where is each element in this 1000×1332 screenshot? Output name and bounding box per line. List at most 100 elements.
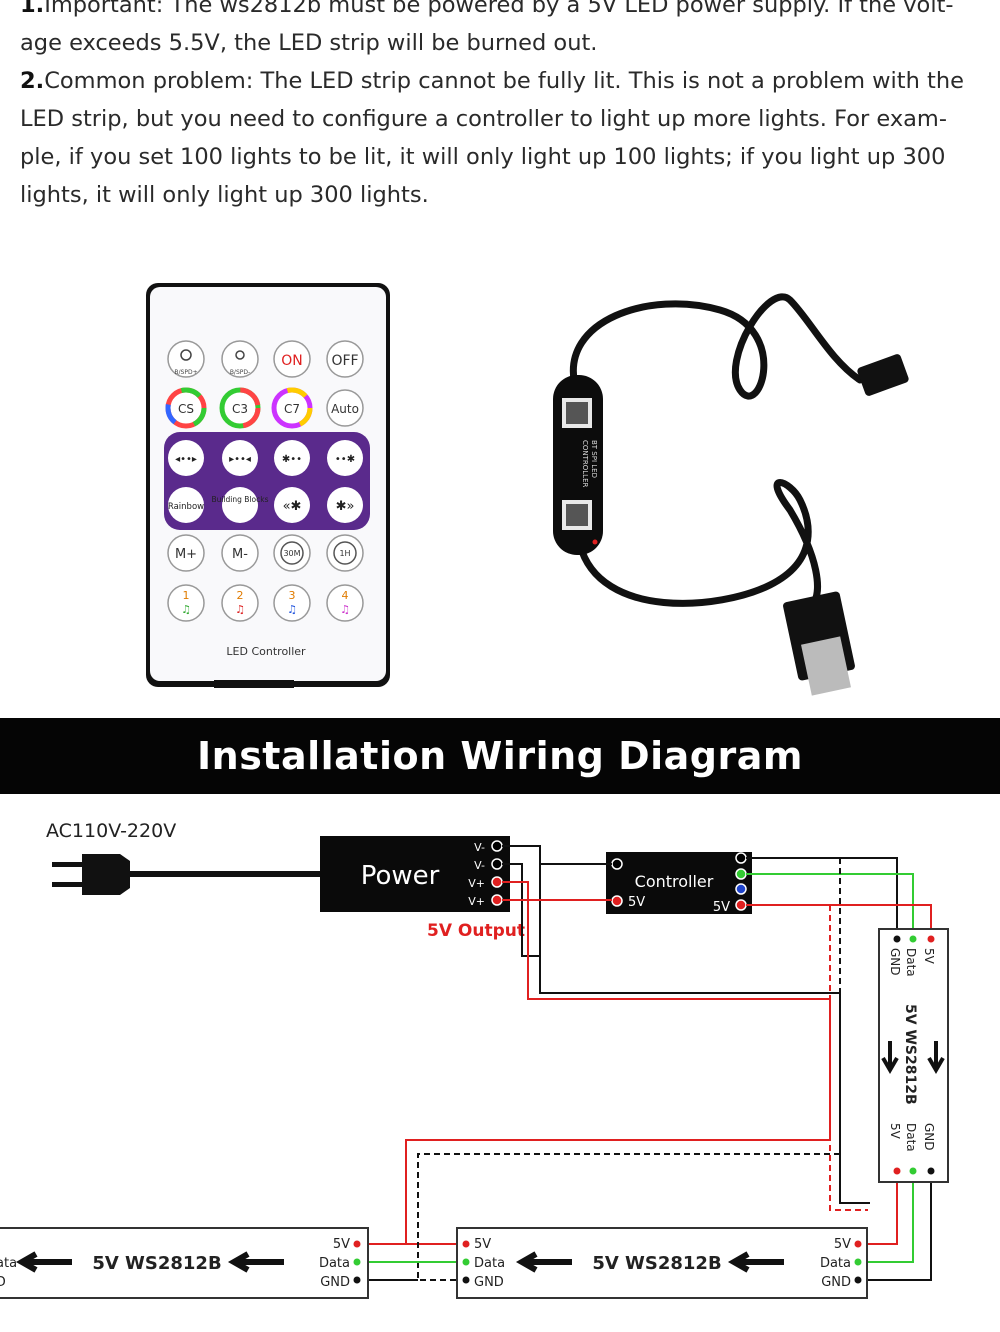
on-label: ON [281, 353, 303, 369]
rstrip-out-5v: 5V [834, 1237, 851, 1252]
building-blocks-button: Building Blocks [211, 487, 269, 523]
brightness-down-button: B/SPD- [221, 340, 259, 378]
brightness-up-label: B/SPD+ [174, 369, 197, 376]
brightness-down-label: B/SPD- [230, 369, 250, 376]
vstrip-bottom-data: Data [904, 1123, 918, 1152]
music-note-icon: ♫ [287, 603, 297, 616]
power-supply-label: Power [361, 861, 440, 891]
music-1-label: 1 [183, 589, 190, 602]
building-blocks-label: Building Blocks [211, 495, 268, 504]
jst-connector [857, 354, 909, 396]
output-note: 5V Output [427, 921, 525, 941]
power-supply: Power V- V- V+ V+ 5V Output [320, 836, 525, 941]
wires [356, 845, 932, 1281]
c7-button: C7 [271, 387, 313, 429]
wiring-diagram: AC110V-220V Power V- V- V+ V+ 5V Output … [0, 820, 949, 1299]
auto-button: Auto [326, 389, 364, 427]
cs-button: CS [165, 387, 207, 429]
mode-minus-label: M- [232, 547, 248, 562]
arrow-down-icon [881, 1041, 899, 1074]
terminal-v-minus-1: V- [474, 841, 485, 854]
product-photos: B/SPD+ B/SPD- ON OFF CS C3 [146, 283, 909, 696]
indicator-led-icon [592, 539, 598, 545]
lstrip-in-5v: 5V [333, 1237, 350, 1252]
c3-button: C3 [219, 387, 261, 429]
ac-cable [128, 871, 322, 877]
vertical-led-strip: GND Data 5V 5V WS2812B 5V Data GND [878, 928, 949, 1183]
arrow-left-icon [515, 1251, 572, 1273]
note-1-number: 1. [20, 0, 45, 18]
note-2-line-2: LED strip, but you need to configure a c… [20, 106, 947, 132]
controller-output-label: 5V [713, 900, 730, 915]
speed-down-button: «✱ [274, 487, 310, 523]
timer-1h-button: 1H [326, 534, 364, 572]
vstrip-name: 5V WS2812B [902, 1004, 918, 1105]
note-2-line-4: lights, it will only light up 300 lights… [20, 182, 429, 208]
controller-label-1: BT SPI LED [590, 440, 598, 478]
music-1-button: 1 ♫ [167, 584, 205, 622]
lstrip-name: 5V WS2812B [92, 1253, 221, 1274]
music-2-label: 2 [237, 589, 244, 602]
flow-out-icon: ◂••▸ [175, 454, 197, 465]
auto-label: Auto [331, 402, 359, 416]
lstrip-in-data: Data [319, 1256, 350, 1271]
flow-left-icon: ••✱ [335, 454, 355, 465]
rainbow-button: Rainbow [168, 487, 204, 523]
terminal-v-plus-1: V+ [468, 877, 485, 890]
brightness-up-button: B/SPD+ [167, 340, 205, 378]
music-3-label: 3 [289, 589, 296, 602]
vstrip-top-5v: 5V [922, 948, 936, 965]
lstrip-out-data: Data [0, 1256, 17, 1271]
lstrip-out-gnd: GND [0, 1275, 6, 1290]
controller-box: Controller 5V 5V [606, 852, 752, 915]
off-label: OFF [331, 353, 358, 369]
music-note-icon: ♫ [181, 603, 191, 616]
timer-1h-label: 1H [339, 549, 350, 558]
arrow-down-icon [927, 1041, 945, 1074]
controller-label-2: CONTROLLER [581, 440, 589, 488]
right-led-strip: 5V Data GND 5V WS2812B 5V Data GND [456, 1227, 868, 1299]
speed-down-icon: «✱ [283, 499, 302, 514]
timer-30m-button: 30M [273, 534, 311, 572]
music-2-button: 2 ♫ [221, 584, 259, 622]
left-led-strip: Data GND 5V WS2812B 5V Data GND [0, 1227, 369, 1299]
off-button: OFF [326, 340, 364, 378]
vstrip-top-data: Data [904, 948, 918, 977]
rstrip-in-data: Data [474, 1256, 505, 1271]
remote-control: B/SPD+ B/SPD- ON OFF CS C3 [146, 283, 390, 688]
vstrip-top-gnd: GND [888, 948, 902, 976]
controller-label: Controller [635, 872, 714, 891]
mode-plus-button: M+ [167, 534, 205, 572]
note-2: 2.Common problem: The LED strip cannot b… [20, 62, 982, 100]
note-2-text: Common problem: The LED strip cannot be … [44, 68, 964, 94]
note-2-number: 2. [20, 68, 45, 94]
note-2-line-3: ple, if you set 100 lights to be lit, it… [20, 144, 946, 170]
music-3-button: 3 ♫ [273, 584, 311, 622]
rstrip-name: 5V WS2812B [592, 1253, 721, 1274]
c7-label: C7 [284, 402, 300, 416]
music-note-icon: ♫ [235, 603, 245, 616]
note-1: 1.Important: The ws2812b must be powered… [20, 0, 982, 24]
arrow-left-icon [727, 1251, 784, 1273]
usb-spi-controller: BT SPI LED CONTROLLER [553, 293, 909, 696]
lstrip-in-gnd: GND [320, 1275, 350, 1290]
arrow-left-icon [227, 1251, 284, 1273]
controller-input-label: 5V [628, 895, 645, 910]
vstrip-bottom-5v: 5V [888, 1123, 902, 1140]
mode-plus-label: M+ [175, 547, 197, 562]
notes: 1.Important: The ws2812b must be powered… [20, 0, 982, 214]
section-banner: Installation Wiring Diagram [0, 718, 1000, 794]
rstrip-out-data: Data [820, 1256, 851, 1271]
terminal-v-minus-2: V- [474, 859, 485, 872]
flow-in-icon: ▸••◂ [229, 454, 251, 465]
rstrip-out-gnd: GND [821, 1275, 851, 1290]
effect-buttons-row: ◂••▸ ▸••◂ ✱•• ••✱ [168, 440, 363, 476]
section-title: Installation Wiring Diagram [197, 734, 803, 778]
note-1-continued: age exceeds 5.5V, the LED strip will be … [20, 30, 598, 56]
flow-right-icon: ✱•• [282, 454, 302, 465]
c3-label: C3 [232, 402, 248, 416]
timer-30m-label: 30M [283, 549, 300, 558]
rainbow-label: Rainbow [168, 502, 204, 512]
rstrip-in-gnd: GND [474, 1275, 504, 1290]
speed-up-button: ✱» [327, 487, 363, 523]
